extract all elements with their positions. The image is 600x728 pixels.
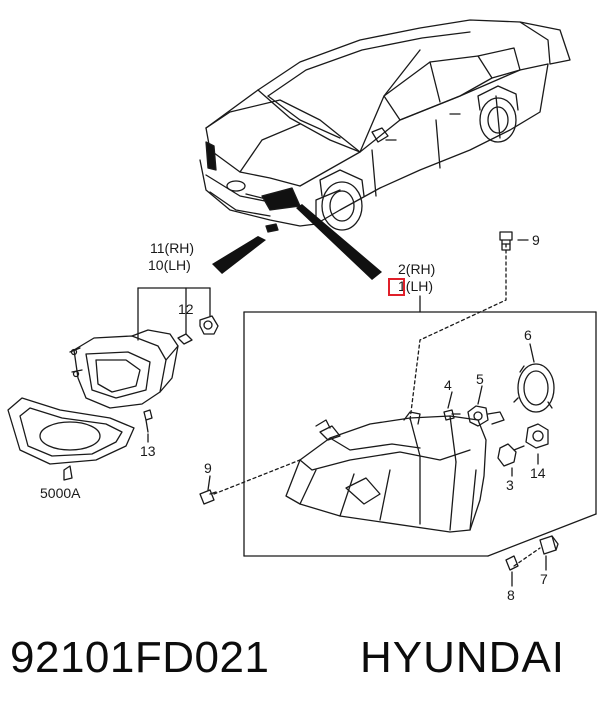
callout-11-rh: 11(RH) — [150, 240, 195, 256]
callout-1-lh: 1(LH) — [398, 278, 434, 294]
pointer-band-foglamp — [212, 236, 266, 274]
bolt-9-top — [499, 231, 513, 251]
leader-bolt-9-lower — [213, 459, 301, 495]
callout-9-lower: 9 — [204, 460, 212, 476]
part-5-bulb — [467, 405, 505, 427]
callout-10-lh: 10(LH) — [148, 257, 191, 273]
part-6-ring — [513, 363, 555, 413]
callout-6: 6 — [524, 327, 532, 343]
callout-9-top: 9 — [532, 232, 540, 248]
callout-12: 12 — [178, 301, 194, 317]
car-headlamp-lh-mark — [205, 141, 217, 171]
headlamp-frame — [243, 295, 597, 557]
part-14-bulb — [525, 423, 549, 449]
leader-bolt-8 — [513, 547, 541, 567]
bolt-9-lower — [199, 489, 217, 505]
highlight-box-part-1 — [388, 278, 405, 296]
callout-2-rh: 2(RH) — [398, 261, 436, 277]
car-illustration — [199, 19, 571, 231]
callout-3: 3 — [506, 477, 514, 493]
callout-7: 7 — [540, 571, 548, 587]
callout-8: 8 — [507, 587, 515, 603]
callout-4: 4 — [444, 377, 452, 393]
fog-lamp-assembly — [7, 287, 219, 481]
part-3-socket — [497, 443, 525, 467]
part-7-connector — [539, 535, 559, 555]
callout-13: 13 — [140, 443, 156, 459]
part-4-bulb — [443, 409, 461, 421]
car-foglamp-mark — [265, 223, 279, 233]
part-8-screw — [505, 555, 519, 571]
brand-name: HYUNDAI — [360, 633, 566, 682]
leader-bolt-9-top — [409, 243, 507, 421]
callout-5: 5 — [476, 371, 484, 387]
callout-5000a: 5000A — [40, 485, 81, 501]
car-headlamp-rh-mark — [261, 187, 301, 211]
headlamp-assembly — [285, 411, 487, 533]
part-number: 92101FD021 — [10, 633, 270, 682]
callout-14: 14 — [530, 465, 546, 481]
pointer-band-headlamp — [296, 204, 382, 280]
